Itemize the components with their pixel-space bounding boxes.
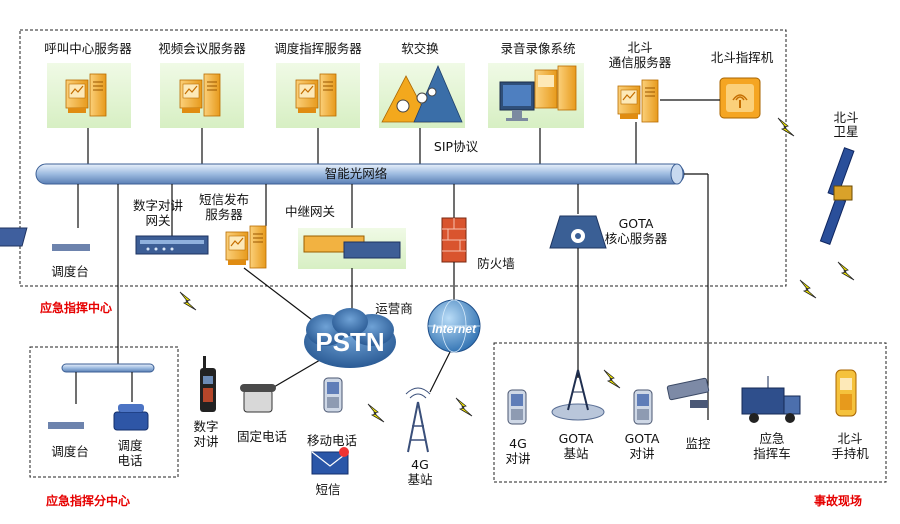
console-label: 调度台 xyxy=(51,264,89,279)
call-center-panel xyxy=(47,63,131,128)
dispatch-server-icon xyxy=(295,73,337,117)
pstn-links xyxy=(243,248,579,395)
camera-icon xyxy=(666,377,710,408)
radio-gateway-label-2: 网关 xyxy=(145,213,170,228)
recording-system-icon xyxy=(499,65,577,121)
mobile-phone-icon xyxy=(323,377,343,413)
scene-4g-radio-icon xyxy=(507,389,527,425)
lightning-icon xyxy=(799,279,817,299)
command-vehicle-label-1: 应急 xyxy=(759,431,784,446)
sms-envelope-icon xyxy=(311,447,349,475)
beidou-handheld-label-2: 手持机 xyxy=(831,446,869,461)
gota-base-station-label-2: 基站 xyxy=(563,446,588,461)
gota-radio-label-1: GOTA xyxy=(625,431,660,446)
beidou-handheld-icon xyxy=(835,369,857,417)
sms-server-label-2: 服务器 xyxy=(205,207,243,222)
softswitch-label: 软交换 xyxy=(401,41,439,56)
digital-radio-label-2: 对讲 xyxy=(193,434,218,449)
satellite-label-2: 卫星 xyxy=(833,124,858,139)
internet-label: Internet xyxy=(432,322,477,336)
call-center-server-icon xyxy=(65,73,107,117)
console-icon xyxy=(0,227,90,251)
softswitch-icon xyxy=(381,64,463,123)
beidou-server-label-2: 通信服务器 xyxy=(609,55,672,70)
dispatch-phone-icon xyxy=(113,404,149,431)
pstn-label: PSTN xyxy=(315,327,384,357)
sub-center-region-label: 应急指挥分中心 xyxy=(46,493,130,508)
sub-console-icon xyxy=(48,422,84,429)
lightning-icon xyxy=(455,397,473,417)
base-station-4g-icon xyxy=(405,387,431,453)
beidou-server-icon xyxy=(617,79,659,123)
relay-gateway-icon xyxy=(303,235,401,259)
sub-console-label: 调度台 xyxy=(51,444,89,459)
lightning-icon xyxy=(837,261,855,281)
sms-server-label-1: 短信发布 xyxy=(199,192,249,207)
lightning-icon xyxy=(179,291,197,311)
satellite-icon xyxy=(819,147,855,245)
command-vehicle-label-2: 指挥车 xyxy=(753,446,791,461)
protocol-label: SIP协议 xyxy=(434,139,479,154)
base-station-4g-label-1: 4G xyxy=(411,457,429,472)
monitor-label: 监控 xyxy=(685,436,711,451)
relay-gateway-label: 中继网关 xyxy=(285,204,335,219)
sub-center-bus xyxy=(61,363,155,404)
base-station-4g-label-2: 基站 xyxy=(407,472,432,487)
internet-globe-icon xyxy=(427,299,481,353)
beidou-command-label: 北斗指挥机 xyxy=(711,50,774,65)
top-drops xyxy=(87,122,637,164)
lightning-icon xyxy=(603,369,621,389)
operator-label: 运营商 xyxy=(375,301,413,316)
satellite-label-1: 北斗 xyxy=(833,110,858,125)
firewall-label: 防火墙 xyxy=(477,256,515,271)
sms-label: 短信 xyxy=(315,482,340,497)
mobile-phone-label: 移动电话 xyxy=(307,433,357,448)
beidou-command-icon xyxy=(719,77,761,119)
landline-label: 固定电话 xyxy=(237,429,287,444)
digital-radio-label-1: 数字 xyxy=(193,419,218,434)
sms-server-icon xyxy=(225,225,267,269)
center-region-frame xyxy=(19,29,787,287)
command-vehicle-icon xyxy=(741,376,801,423)
lightning-icon xyxy=(367,403,385,423)
center-region-label: 应急指挥中心 xyxy=(40,300,112,315)
dispatch-phone-label-1: 调度 xyxy=(117,438,143,453)
video-conf-server-icon xyxy=(179,73,221,117)
gota-core-label-2: 核心服务器 xyxy=(605,231,668,246)
gota-base-station-label-1: GOTA xyxy=(559,431,594,446)
pstn-cloud-icon xyxy=(304,308,396,368)
gota-core-icon xyxy=(549,215,607,249)
gota-radio-label-2: 对讲 xyxy=(629,446,654,461)
digital-radio-icon xyxy=(200,356,216,412)
dispatch-server-label: 调度指挥服务器 xyxy=(274,41,362,56)
recording-system-label: 录音录像系统 xyxy=(500,41,575,56)
gota-radio-icon xyxy=(633,389,653,425)
radio-gateway-icon xyxy=(135,235,209,255)
sub-center-region-frame xyxy=(29,346,179,478)
optical-network-bus xyxy=(35,163,709,420)
scene-region-label: 事故现场 xyxy=(814,493,862,508)
video-conf-server-label: 视频会议服务器 xyxy=(158,41,246,56)
scene-4g-radio-label-1: 4G xyxy=(509,436,527,451)
gota-base-station-icon xyxy=(551,369,605,421)
network-label: 智能光网络 xyxy=(325,166,388,181)
scene-4g-radio-label-2: 对讲 xyxy=(505,451,530,466)
beidou-handheld-label-1: 北斗 xyxy=(837,431,862,446)
lower-drops xyxy=(77,184,579,368)
firewall-icon xyxy=(441,217,467,263)
landline-icon xyxy=(240,384,276,413)
call-center-server-label: 呼叫中心服务器 xyxy=(44,41,132,56)
beidou-server-label-1: 北斗 xyxy=(627,40,652,55)
dispatch-phone-label-2: 电话 xyxy=(117,453,142,468)
gota-core-label-1: GOTA xyxy=(619,216,654,231)
radio-gateway-label-1: 数字对讲 xyxy=(133,198,183,213)
scene-region-frame xyxy=(493,342,887,483)
